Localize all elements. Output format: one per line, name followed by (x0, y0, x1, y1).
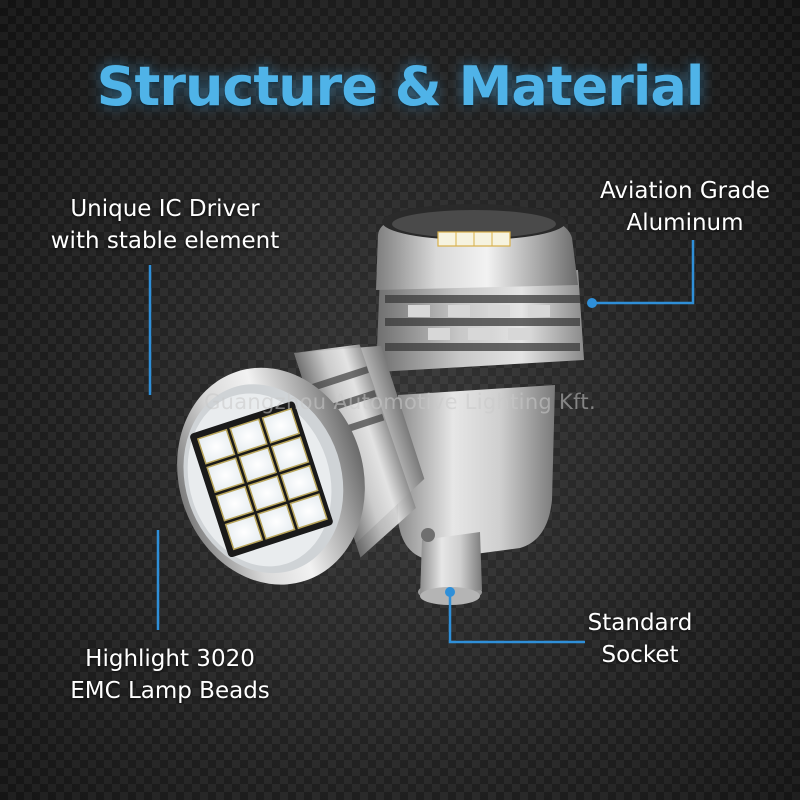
callout-dot-aluminum (587, 298, 597, 308)
front-bulb (177, 344, 425, 585)
callout-line-aluminum (595, 240, 695, 305)
callout-label-ic-driver: Unique IC Driver with stable element (30, 193, 300, 257)
callout-socket-line1: Standard (587, 610, 693, 636)
callout-label-aluminum: Aviation Grade Aluminum (585, 175, 785, 239)
callout-aluminum-line2: Aluminum (626, 210, 744, 236)
callout-socket-line2: Socket (601, 642, 679, 668)
callout-aluminum-line1: Aviation Grade (600, 178, 770, 204)
callout-lamp-beads-line1: Highlight 3020 (85, 646, 255, 672)
callout-ic-driver-line2: with stable element (50, 228, 280, 254)
callout-lines (148, 240, 695, 644)
callout-dots (445, 298, 597, 597)
watermark-text: Guangzhou Automotive Lighting Kft. (204, 390, 596, 414)
callout-ic-driver-line1: Unique IC Driver (70, 196, 260, 222)
callout-lamp-beads-line2: EMC Lamp Beads (70, 678, 270, 704)
callout-line-socket (448, 590, 585, 644)
callout-label-socket: Standard Socket (560, 607, 720, 671)
callout-dot-socket (445, 587, 455, 597)
page-title: Structure & Material (96, 55, 705, 118)
callout-label-lamp-beads: Highlight 3020 EMC Lamp Beads (40, 643, 300, 707)
